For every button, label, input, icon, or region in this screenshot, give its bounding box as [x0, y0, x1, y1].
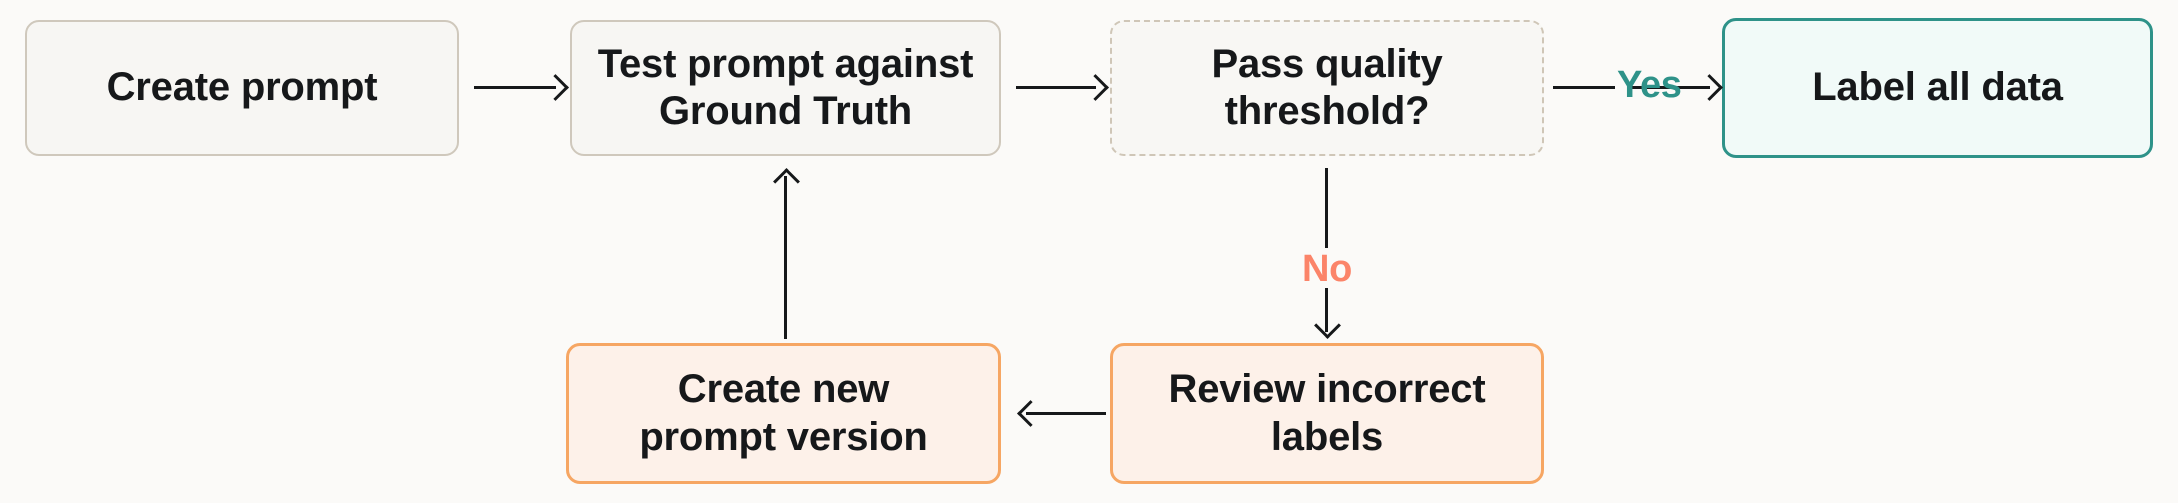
edge-line-left: [1553, 86, 1615, 89]
edge-line-bottom: [1325, 288, 1328, 332]
edge-line: [784, 176, 787, 339]
edge-label-yes: Yes: [1617, 64, 1682, 106]
node-test-prompt-label: Test prompt against Ground Truth: [597, 41, 974, 133]
node-create-prompt-label: Create prompt: [106, 65, 378, 110]
arrowhead-right-icon: [1082, 74, 1109, 101]
edge-line-top: [1325, 168, 1328, 248]
arrowhead-up-icon: [773, 168, 800, 195]
edge-label-no: No: [1302, 248, 1353, 290]
edge-line: [474, 86, 556, 89]
node-review-incorrect-labels[interactable]: Review incorrect labels: [1110, 343, 1544, 484]
node-test-prompt[interactable]: Test prompt against Ground Truth: [570, 20, 1001, 156]
node-review-incorrect-labels-label: Review incorrect labels: [1168, 367, 1486, 459]
node-label-all-data-label: Label all data: [1812, 65, 2063, 110]
edge-line: [1026, 412, 1106, 415]
node-create-prompt[interactable]: Create prompt: [25, 20, 459, 156]
node-pass-quality-threshold-label: Pass quality threshold?: [1211, 41, 1443, 133]
arrowhead-right-icon: [542, 74, 569, 101]
node-label-all-data[interactable]: Label all data: [1722, 18, 2153, 158]
edge-line: [1016, 86, 1096, 89]
arrowhead-left-icon: [1017, 400, 1044, 427]
arrowhead-right-icon: [1696, 74, 1723, 101]
node-create-new-prompt-version-label: Create new prompt version: [639, 367, 928, 459]
node-create-new-prompt-version[interactable]: Create new prompt version: [566, 343, 1001, 484]
arrowhead-down-icon: [1314, 312, 1341, 339]
node-pass-quality-threshold[interactable]: Pass quality threshold?: [1110, 20, 1544, 156]
